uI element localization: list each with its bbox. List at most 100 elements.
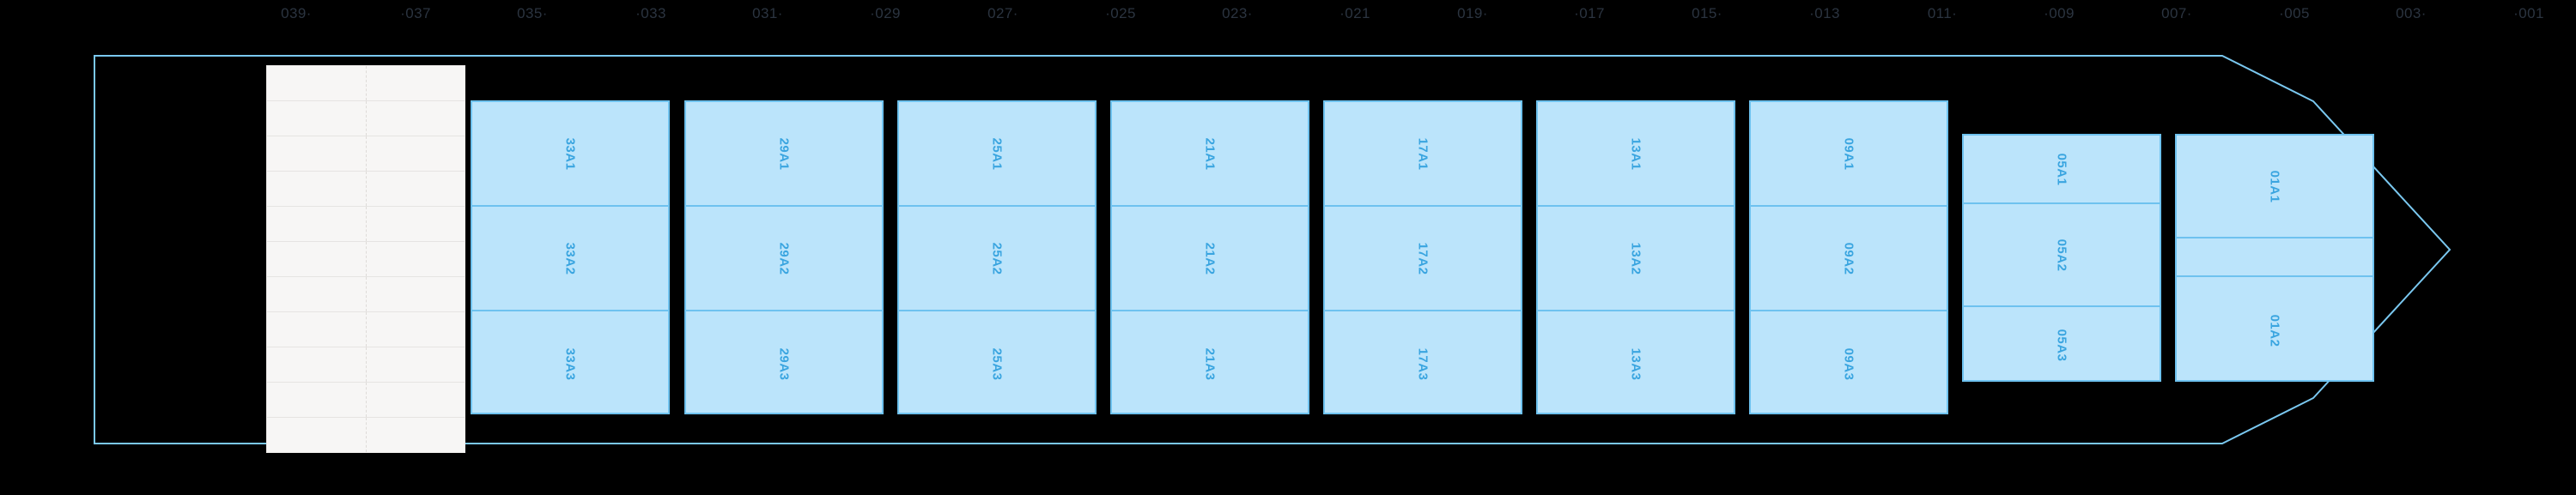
deck-grid-row[interactable]: [267, 101, 465, 136]
bay-tick-019[interactable]: 019·: [1457, 5, 1488, 22]
bay-cell-21A3[interactable]: 21A3: [1112, 311, 1308, 416]
bay-cell-01A2[interactable]: 01A2: [2177, 277, 2372, 383]
deck-grid-row[interactable]: [267, 418, 465, 452]
bay-tick-033[interactable]: ·033: [635, 5, 666, 22]
deck-grid-cell[interactable]: [267, 418, 367, 452]
deck-grid-cell[interactable]: [367, 277, 465, 311]
deck-grid-row[interactable]: [267, 172, 465, 207]
bay-cell-21A2[interactable]: 21A2: [1112, 207, 1308, 311]
deck-hatch-grid[interactable]: [266, 65, 465, 453]
deck-grid-row[interactable]: [267, 312, 465, 347]
bay-cell-05A1[interactable]: 05A1: [1964, 136, 2160, 204]
bay-cell-17A2[interactable]: 17A2: [1325, 207, 1521, 311]
deck-grid-cell[interactable]: [367, 207, 465, 241]
bay-tick-009[interactable]: ·009: [2044, 5, 2075, 22]
bay-cell-13A3[interactable]: 13A3: [1538, 311, 1734, 416]
bay-cell-09A1[interactable]: 09A1: [1751, 102, 1947, 207]
bay-cell-21A1[interactable]: 21A1: [1112, 102, 1308, 207]
bay-cell-17A3[interactable]: 17A3: [1325, 311, 1521, 416]
bay-cell-33A1[interactable]: 33A1: [472, 102, 668, 207]
bay-cell-09A2[interactable]: 09A2: [1751, 207, 1947, 311]
bay-block-13[interactable]: 13A1 13A2 13A3: [1536, 100, 1735, 414]
bay-tick-015[interactable]: 015·: [1692, 5, 1722, 22]
deck-grid-cell[interactable]: [367, 383, 465, 417]
bay-cell-label: 09A1: [1841, 137, 1856, 170]
bay-cell-label: 13A2: [1628, 242, 1643, 275]
bay-tick-label: 015: [1692, 5, 1717, 21]
deck-grid-cell[interactable]: [367, 136, 465, 171]
bay-cell-label: 33A2: [562, 242, 578, 275]
deck-grid-cell[interactable]: [267, 242, 367, 276]
bay-tick-021[interactable]: ·021: [1340, 5, 1370, 22]
bay-cell-29A2[interactable]: 29A2: [686, 207, 882, 311]
bay-cell-29A3[interactable]: 29A3: [686, 311, 882, 416]
deck-grid-cell[interactable]: [367, 172, 465, 206]
bay-tick-011[interactable]: 011·: [1928, 5, 1957, 22]
deck-grid-row[interactable]: [267, 66, 465, 101]
bay-cell-09A3[interactable]: 09A3: [1751, 311, 1947, 416]
deck-grid-cell[interactable]: [267, 383, 367, 417]
bay-tick-027[interactable]: 027·: [987, 5, 1018, 22]
bay-tick-label: 005: [2284, 5, 2310, 21]
bay-cell-25A3[interactable]: 25A3: [899, 311, 1095, 416]
deck-grid-cell[interactable]: [267, 101, 367, 136]
bay-tick-037[interactable]: ·037: [400, 5, 431, 22]
bay-tick-013[interactable]: ·013: [1809, 5, 1840, 22]
bay-cell-13A2[interactable]: 13A2: [1538, 207, 1734, 311]
bay-cell-17A1[interactable]: 17A1: [1325, 102, 1521, 207]
deck-grid-cell[interactable]: [367, 312, 465, 347]
deck-grid-cell[interactable]: [267, 347, 367, 382]
bay-cell-05A3[interactable]: 05A3: [1964, 307, 2160, 383]
bay-cell-29A1[interactable]: 29A1: [686, 102, 882, 207]
bay-cell-25A1[interactable]: 25A1: [899, 102, 1095, 207]
deck-grid-row[interactable]: [267, 347, 465, 383]
bay-tick-023[interactable]: 023·: [1222, 5, 1253, 22]
bay-tick-001[interactable]: ·001: [2513, 5, 2544, 22]
bay-cell-label: 17A3: [1415, 347, 1431, 380]
bay-tick-029[interactable]: ·029: [870, 5, 901, 22]
bay-tick-label: 011: [1927, 5, 1953, 21]
bay-cell-empty[interactable]: [2177, 238, 2372, 277]
deck-grid-cell[interactable]: [267, 312, 367, 347]
deck-grid-row[interactable]: [267, 207, 465, 242]
deck-grid-cell[interactable]: [367, 101, 465, 136]
bay-tick-dot-leading: ·: [2513, 5, 2519, 21]
bay-cell-05A2[interactable]: 05A2: [1964, 204, 2160, 307]
bay-cell-13A1[interactable]: 13A1: [1538, 102, 1734, 207]
bay-cell-33A2[interactable]: 33A2: [472, 207, 668, 311]
deck-grid-row[interactable]: [267, 383, 465, 418]
bay-tick-dot-leading: ·: [1574, 5, 1580, 21]
bay-tick-039[interactable]: 039·: [281, 5, 312, 22]
deck-grid-cell[interactable]: [267, 277, 367, 311]
deck-grid-cell[interactable]: [367, 242, 465, 276]
bay-tick-017[interactable]: ·017: [1574, 5, 1605, 22]
bay-block-01[interactable]: 01A1 01A2: [2175, 134, 2374, 382]
deck-grid-cell[interactable]: [367, 347, 465, 382]
deck-grid-row[interactable]: [267, 136, 465, 172]
bay-tick-025[interactable]: ·025: [1105, 5, 1136, 22]
bay-tick-007[interactable]: 007·: [2161, 5, 2192, 22]
deck-grid-cell[interactable]: [267, 66, 367, 100]
deck-grid-row[interactable]: [267, 242, 465, 277]
bay-tick-035[interactable]: 035·: [517, 5, 548, 22]
bay-cell-33A3[interactable]: 33A3: [472, 311, 668, 416]
bay-tick-005[interactable]: ·005: [2279, 5, 2310, 22]
bay-cell-01A1[interactable]: 01A1: [2177, 136, 2372, 238]
deck-grid-cell[interactable]: [267, 207, 367, 241]
bay-cell-25A2[interactable]: 25A2: [899, 207, 1095, 311]
bay-block-33[interactable]: 33A1 33A2 33A3: [471, 100, 670, 414]
bay-tick-031[interactable]: 031·: [752, 5, 783, 22]
deck-grid-cell[interactable]: [267, 136, 367, 171]
deck-grid-row[interactable]: [267, 277, 465, 312]
deck-grid-cell[interactable]: [367, 66, 465, 100]
bay-tick-dot-leading: ·: [1340, 5, 1346, 21]
deck-grid-cell[interactable]: [267, 172, 367, 206]
bay-tick-003[interactable]: 003·: [2396, 5, 2427, 22]
deck-grid-cell[interactable]: [367, 418, 465, 452]
